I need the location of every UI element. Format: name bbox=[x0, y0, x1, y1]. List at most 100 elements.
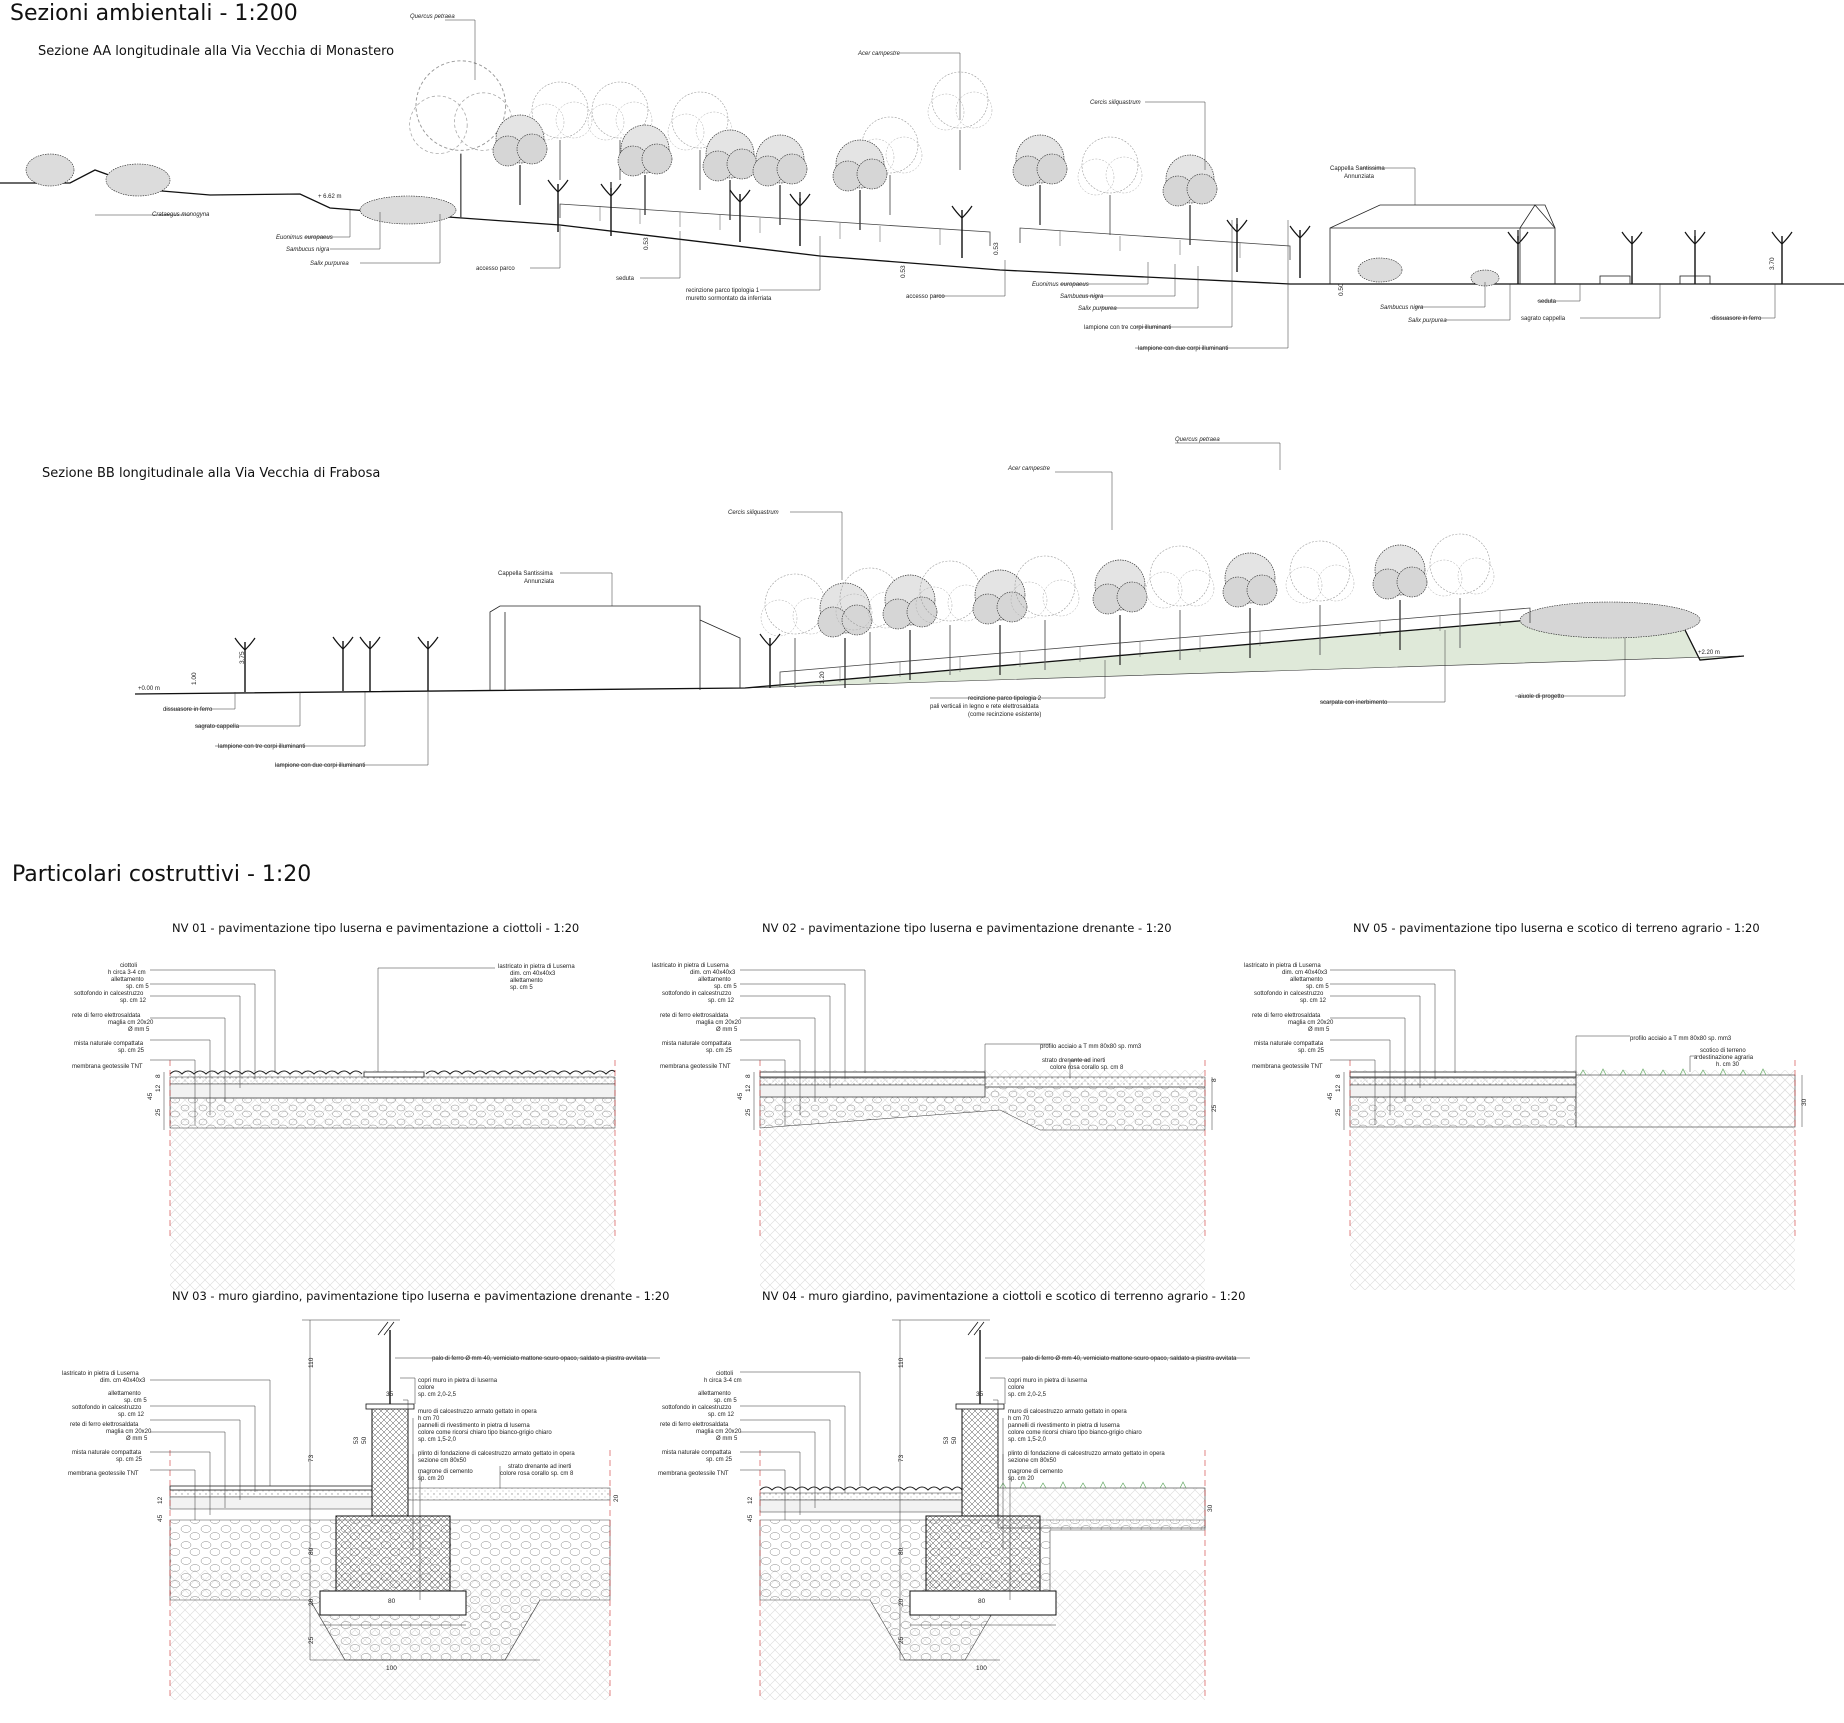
nv03-ll-4: sottofondo in calcestruzzo bbox=[72, 1405, 142, 1411]
aa-label-seduta2: seduta bbox=[1538, 299, 1557, 305]
aa-label-crataegus: Crataegus monogyna bbox=[152, 212, 210, 218]
nv03-dim-4: 50 bbox=[361, 1436, 368, 1444]
nv04-dim-7: 25 bbox=[898, 1636, 905, 1644]
nv04-ll-6: rete di ferro elettrosaldata bbox=[660, 1422, 729, 1428]
nv03-dim-11: 12 bbox=[157, 1496, 164, 1504]
nv01-ll-9: mista naturale compattata bbox=[74, 1041, 144, 1047]
nv04-rl-5: h cm 70 bbox=[1008, 1416, 1030, 1422]
nv02-ll-6: rete di ferro elettrosaldata bbox=[660, 1013, 729, 1019]
nv03-dim-8: 100 bbox=[386, 1665, 397, 1672]
aa-label-cercis: Cercis siliquastrum bbox=[1090, 100, 1141, 106]
nv05-rl-1: scotico di terreno bbox=[1700, 1048, 1746, 1054]
nv01-ll-1: h circa 3-4 cm bbox=[108, 970, 146, 976]
nv04-rl-7: colore come ricorsi chiaro tipo bianco-g… bbox=[1008, 1430, 1142, 1436]
nv01-ll-6: rete di ferro elettrosaldata bbox=[72, 1013, 141, 1019]
nv03-ll-2: allettamento bbox=[108, 1391, 141, 1397]
nv01-ll-5: sp. cm 12 bbox=[120, 998, 147, 1004]
nv02-rl-0: profilo acciaio a T mm 80x80 sp. mm3 bbox=[1040, 1044, 1142, 1050]
aa-dim-1: 0.53 bbox=[643, 237, 650, 250]
nv04-rl-0: palo di ferro Ø mm 40, verniciato matton… bbox=[1022, 1356, 1237, 1362]
nv03-dim-0: 110 bbox=[308, 1357, 315, 1368]
nv04-ll-1: h circa 3-4 cm bbox=[704, 1378, 742, 1384]
nv04-ll-8: Ø mm 5 bbox=[716, 1436, 738, 1442]
aa-label-salix3: Salix purpurea bbox=[1408, 318, 1447, 324]
nv03-dim-1: 35 bbox=[386, 1391, 394, 1398]
bb-label-cercis: Cercis siliquastrum bbox=[728, 510, 779, 516]
details-heading: Particolari costruttivi - 1:20 bbox=[12, 862, 312, 887]
bb-dim-2: 3.75 bbox=[239, 651, 246, 664]
bb-elev-end: +2.20 m bbox=[1698, 650, 1720, 656]
nv05-ll-6: rete di ferro elettrosaldata bbox=[1252, 1013, 1321, 1019]
section-aa-fence bbox=[559, 203, 1291, 260]
nv02-ll-3: sp. cm 5 bbox=[714, 984, 737, 990]
nv05-dim-2: 25 bbox=[1335, 1108, 1342, 1116]
aa-label-quercus: Quercus petraea bbox=[410, 14, 455, 20]
aa-dim-5: 3.70 bbox=[1769, 257, 1776, 270]
section-aa-chapel bbox=[1329, 204, 1556, 284]
bb-label-aiuole: aiuole di progetto bbox=[1518, 694, 1565, 700]
nv04-dim-4: 50 bbox=[951, 1436, 958, 1444]
nv04-rl-4: muro di calcestruzzo armato gettato in o… bbox=[1008, 1409, 1127, 1415]
sections-heading: Sezioni ambientali - 1:200 bbox=[10, 1, 298, 26]
nv05-ll-7: maglia cm 20x20 bbox=[1288, 1020, 1334, 1026]
bb-label-cappella: Cappella Santissima bbox=[498, 571, 553, 577]
nv05-ll-1: dim. cm 40x40x3 bbox=[1282, 970, 1328, 976]
aa-label-acer: Acer campestre bbox=[857, 51, 901, 57]
nv03-rl-6: pannelli di rivestimento in pietra di lu… bbox=[418, 1423, 530, 1429]
aa-label-accesso1: accesso parco bbox=[476, 266, 515, 272]
aa-label-sambucus3: Sambucus nigra bbox=[1380, 305, 1424, 311]
aa-label-sambucus: Sambucus nigra bbox=[286, 247, 330, 253]
section-bb-fence bbox=[779, 607, 1531, 687]
nv03-dim-2: 73 bbox=[308, 1454, 315, 1462]
nv03-rl-7: colore come ricorsi chiaro tipo bianco-g… bbox=[418, 1430, 552, 1436]
nv03-dim-7: 25 bbox=[308, 1636, 315, 1644]
bb-label-recinzione: recinzione parco tipologia 2 bbox=[968, 696, 1042, 702]
section-aa-title: Sezione AA longitudinale alla Via Vecchi… bbox=[38, 44, 395, 59]
section-bb-lamps bbox=[234, 633, 781, 693]
nv05-dim-4: 30 bbox=[1801, 1098, 1808, 1106]
nv03-rl-9: plinto di fondazione di calcestruzzo arm… bbox=[418, 1451, 575, 1457]
nv04-ll-9: mista naturale compattata bbox=[662, 1450, 732, 1456]
nv02-dim-3: 45 bbox=[737, 1092, 744, 1100]
nv01-ll-11: membrana geotessile TNT bbox=[72, 1064, 143, 1070]
bb-label-dissuasore: dissuasore in ferro bbox=[163, 707, 213, 713]
nv03-rl-0: palo di ferro Ø mm 40, verniciato matton… bbox=[432, 1356, 647, 1362]
nv03-ll-9: mista naturale compattata bbox=[72, 1450, 142, 1456]
aa-label-accesso2: accesso parco bbox=[906, 294, 945, 300]
nv02-dim-0: 8 bbox=[745, 1074, 752, 1078]
nv04-dim-11: 12 bbox=[747, 1496, 754, 1504]
nv02-dim-5: 25 bbox=[1211, 1104, 1218, 1112]
aa-label-euonimus2: Euonimus europaeus bbox=[1032, 282, 1089, 288]
nv04-ll-0: ciottoli bbox=[716, 1371, 733, 1377]
nv05-ll-0: lastricato in pietra di Luserna bbox=[1244, 963, 1321, 969]
aa-dim-4: 0.50 bbox=[1338, 283, 1345, 296]
nv03-ll-0: lastricato in pietra di Luserna bbox=[62, 1371, 139, 1377]
nv05-ll-3: sp. cm 5 bbox=[1306, 984, 1329, 990]
nv04-title: NV 04 - muro giardino, pavimentazione a … bbox=[762, 1289, 1246, 1303]
nv02-ll-0: lastricato in pietra di Luserna bbox=[652, 963, 729, 969]
nv02-ll-10: sp. cm 25 bbox=[706, 1048, 733, 1054]
bb-label-scarpata: scarpata con inerbimento bbox=[1320, 700, 1388, 706]
nv04-dim-0: 110 bbox=[898, 1357, 905, 1368]
aa-label-recinzione1: recinzione parco tipologia 1 bbox=[686, 288, 760, 294]
nv03-rl-5: h cm 70 bbox=[418, 1416, 440, 1422]
nv02-dim-2: 25 bbox=[745, 1108, 752, 1116]
bb-label-recinzione-c: (come recinzione esistente) bbox=[968, 712, 1041, 718]
nv04-dim-5: 80 bbox=[898, 1547, 905, 1555]
aa-dim-3: 0.53 bbox=[993, 242, 1000, 255]
nv04-ll-2: allettamento bbox=[698, 1391, 731, 1397]
nv04-ll-7: maglia cm 20x20 bbox=[696, 1429, 742, 1435]
nv05-title: NV 05 - pavimentazione tipo luserna e sc… bbox=[1353, 921, 1760, 935]
nv01-ll-7: maglia cm 20x20 bbox=[108, 1020, 154, 1026]
bb-dim-1: 1.00 bbox=[191, 672, 198, 685]
bb-label-cappella2: Annunziata bbox=[524, 579, 555, 585]
nv04-dim-10: 45 bbox=[747, 1514, 754, 1522]
aa-label-dissuasore: dissuasore in ferro bbox=[1712, 316, 1762, 322]
nv03-ll-1: dim. cm 40x40x3 bbox=[100, 1378, 146, 1384]
details-row1: ciottoli h circa 3-4 cm allettamento sp.… bbox=[72, 963, 1808, 1290]
nv01-ll-10: sp. cm 25 bbox=[118, 1048, 145, 1054]
section-aa-ground bbox=[0, 169, 1844, 285]
aa-label-recinzione1b: muretto sormontato da inferriata bbox=[686, 296, 772, 302]
nv02-ll-1: dim. cm 40x40x3 bbox=[690, 970, 736, 976]
nv05-rl-3: h. cm 30 bbox=[1716, 1062, 1740, 1068]
